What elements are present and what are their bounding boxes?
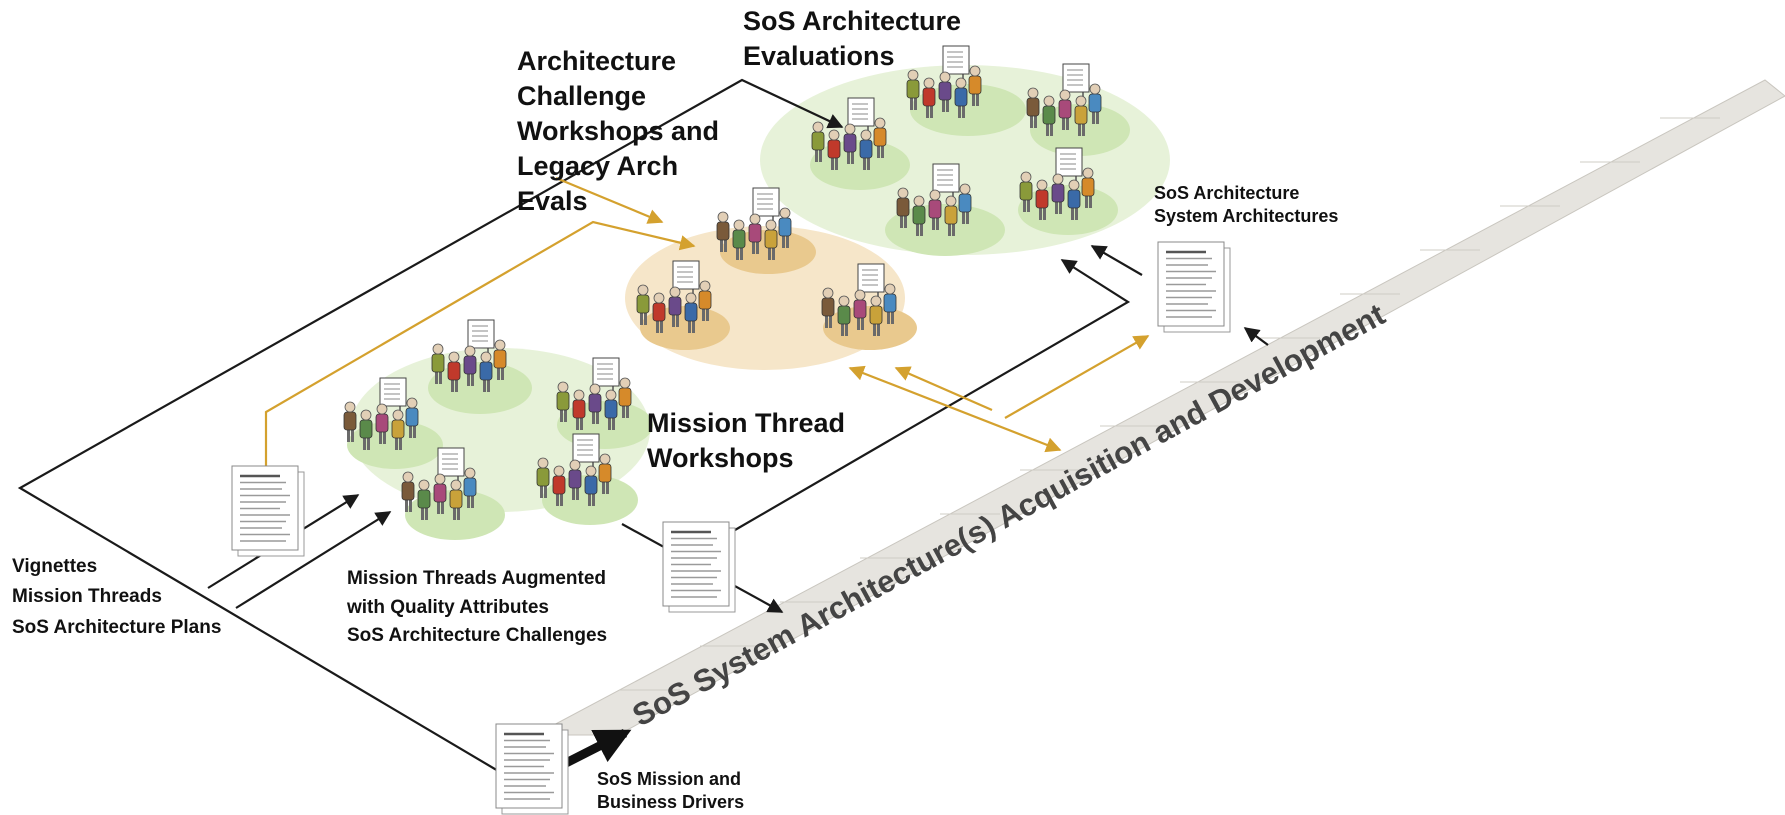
person-icon	[1088, 83, 1102, 124]
person-icon	[698, 280, 712, 321]
person-icon	[447, 351, 461, 392]
person-icon	[843, 123, 857, 164]
flipchart-icon	[1055, 147, 1083, 192]
person-icon	[572, 389, 586, 430]
person-icon	[684, 292, 698, 333]
person-icon	[431, 343, 445, 384]
mission-threads-augmented-label: Mission Threads Augmented with Quality A…	[347, 568, 606, 618]
person-icon	[1019, 171, 1033, 212]
person-icon	[912, 195, 926, 236]
sos-mission-drivers-label: SoS Mission and Business Drivers	[597, 769, 745, 812]
person-icon	[922, 77, 936, 118]
person-icon	[636, 284, 650, 325]
person-icon	[764, 219, 778, 260]
person-icon	[1067, 179, 1081, 220]
person-icon	[552, 465, 566, 506]
person-icon	[598, 453, 612, 494]
person-icon	[778, 207, 792, 248]
person-icon	[618, 377, 632, 418]
orange-flow-lines	[264, 176, 1150, 470]
person-icon	[883, 283, 897, 324]
person-icon	[405, 397, 419, 438]
person-icon	[827, 129, 841, 170]
person-icon	[401, 471, 415, 512]
person-icon	[1081, 167, 1095, 208]
person-icon	[1058, 89, 1072, 130]
person-icon	[938, 71, 952, 112]
person-icon	[869, 295, 883, 336]
person-icon	[343, 401, 357, 442]
documents	[231, 241, 1231, 815]
vignettes-label: Vignettes	[12, 556, 98, 577]
person-icon	[391, 409, 405, 450]
acquisition-road	[534, 79, 1785, 736]
person-icon	[463, 345, 477, 386]
sos-architecture-evaluations-label: SoS Architecture Evaluations	[743, 6, 962, 71]
person-icon	[853, 289, 867, 330]
flipchart-icon	[942, 45, 970, 90]
person-icon	[1074, 95, 1088, 136]
sos-system-architectures-label: SoS Architecture System Architectures	[1154, 183, 1339, 226]
document-icon	[231, 465, 305, 557]
person-icon	[1051, 173, 1065, 214]
person-icon	[556, 381, 570, 422]
person-icon	[449, 479, 463, 520]
person-icon	[859, 129, 873, 170]
person-icon	[463, 467, 477, 508]
person-icon	[732, 219, 746, 260]
mission-threads-label: Mission Threads	[12, 586, 162, 607]
person-icon	[821, 287, 835, 328]
person-icon	[359, 409, 373, 450]
person-icon	[837, 295, 851, 336]
person-icon	[716, 211, 730, 252]
document-icon	[662, 521, 736, 613]
person-icon	[906, 69, 920, 110]
person-icon	[968, 65, 982, 106]
person-icon	[896, 187, 910, 228]
person-icon	[568, 459, 582, 500]
person-icon	[668, 286, 682, 327]
person-icon	[433, 473, 447, 514]
person-icon	[958, 183, 972, 224]
architecture-challenge-label: Architecture Challenge Workshops and Leg…	[517, 46, 720, 216]
person-icon	[536, 457, 550, 498]
person-icon	[748, 213, 762, 254]
person-icon	[873, 117, 887, 158]
person-icon	[588, 383, 602, 424]
person-icon	[1035, 179, 1049, 220]
person-icon	[928, 189, 942, 230]
person-icon	[493, 339, 507, 380]
workshop-participants	[343, 45, 1102, 520]
person-icon	[604, 389, 618, 430]
person-icon	[1042, 95, 1056, 136]
person-icon	[584, 465, 598, 506]
mission-thread-workshops-label: Mission Thread Workshops	[647, 408, 846, 473]
person-icon	[652, 292, 666, 333]
document-icon	[495, 723, 569, 815]
sos-architecture-plans-label: SoS Architecture Plans	[12, 617, 222, 638]
person-icon	[479, 351, 493, 392]
person-icon	[417, 479, 431, 520]
document-icon	[1157, 241, 1231, 333]
person-icon	[954, 77, 968, 118]
drivers-big-arrow	[563, 728, 632, 768]
sos-architecture-challenges-label: SoS Architecture Challenges	[347, 625, 608, 646]
person-icon	[375, 403, 389, 444]
person-icon	[1026, 87, 1040, 128]
person-icon	[944, 195, 958, 236]
person-icon	[811, 121, 825, 162]
